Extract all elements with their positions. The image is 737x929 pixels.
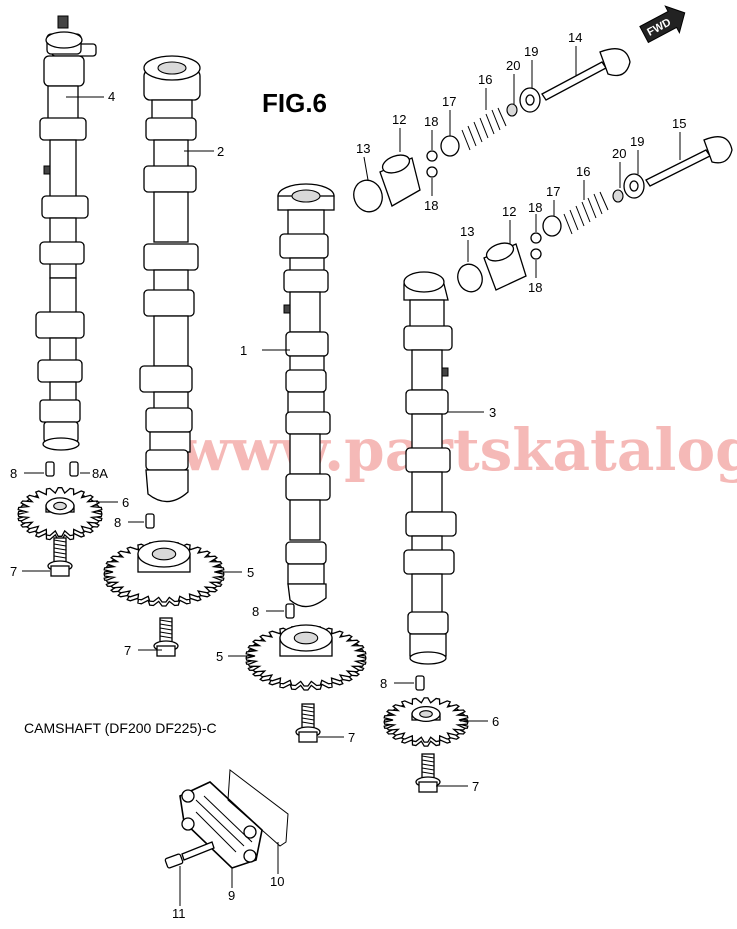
callout-18-upper-bottom: 18 xyxy=(424,198,438,213)
bolt-7-first xyxy=(47,537,73,577)
valve-spring-upper xyxy=(461,107,507,151)
callout-20-lower: 20 xyxy=(612,146,626,161)
callout-7-fourth: 7 xyxy=(472,779,479,794)
callout-20-upper: 20 xyxy=(506,58,520,73)
forward-direction-badge: FWD xyxy=(639,5,686,44)
callout-9: 9 xyxy=(228,888,235,903)
callout-4: 4 xyxy=(108,89,115,104)
bolt-7-fourth xyxy=(415,753,441,793)
bolt-7-second xyxy=(153,617,179,657)
dowel-pin-8-fourth xyxy=(415,675,425,691)
sprocket-6-right xyxy=(383,697,469,747)
callout-8-fourth: 8 xyxy=(380,676,387,691)
dowel-pin-8-third xyxy=(285,603,295,619)
callout-16-lower: 16 xyxy=(576,164,590,179)
callout-7-first: 7 xyxy=(10,564,17,579)
callout-1: 1 xyxy=(240,343,247,358)
callout-15: 15 xyxy=(672,116,686,131)
camshaft-3 xyxy=(403,271,457,665)
dowel-pin-8a xyxy=(69,461,79,477)
callout-12-lower: 12 xyxy=(502,204,516,219)
sprockets xyxy=(17,487,469,747)
dowel-pin-8-left xyxy=(45,461,55,477)
gasket-10 xyxy=(227,769,289,847)
camshaft-2 xyxy=(139,55,201,503)
valve-assembly-upper xyxy=(353,48,631,213)
callout-12-upper: 12 xyxy=(392,112,406,127)
valve-spring-lower xyxy=(563,191,609,235)
callout-19-upper: 19 xyxy=(524,44,538,59)
callout-17-lower: 17 xyxy=(546,184,560,199)
callout-2: 2 xyxy=(217,144,224,159)
callout-8a: 8A xyxy=(92,466,108,481)
callout-5-left: 5 xyxy=(247,565,254,580)
diagram-caption: CAMSHAFT (DF200 DF225)-C xyxy=(24,720,217,736)
callout-8-second: 8 xyxy=(114,515,121,530)
callout-8-left: 8 xyxy=(10,466,17,481)
callout-11: 11 xyxy=(172,906,186,921)
cam-cover-9 xyxy=(179,781,263,869)
dowel-pin-8-second xyxy=(145,513,155,529)
callout-19-lower: 19 xyxy=(630,134,644,149)
callout-16-upper: 16 xyxy=(478,72,492,87)
watermark-text: www.partskatalog.ru xyxy=(179,416,737,484)
callout-13-upper: 13 xyxy=(356,141,370,156)
bolts xyxy=(47,537,441,793)
callout-18-lower-bottom: 18 xyxy=(528,280,542,295)
camshaft-1 xyxy=(277,183,335,608)
valve-assembly-lower xyxy=(457,136,733,293)
sprocket-6-left xyxy=(17,487,103,541)
callout-6-right: 6 xyxy=(492,714,499,729)
callout-6-left: 6 xyxy=(122,495,129,510)
callout-5-right: 5 xyxy=(216,649,223,664)
callout-17-upper: 17 xyxy=(442,94,456,109)
callout-18-upper-top: 18 xyxy=(424,114,438,129)
camshaft-4 xyxy=(35,15,97,451)
callout-3: 3 xyxy=(489,405,496,420)
bolt-7-third xyxy=(295,703,321,743)
callout-8-third: 8 xyxy=(252,604,259,619)
leader-lines xyxy=(22,46,681,906)
sprocket-5-left xyxy=(103,540,225,607)
callout-14: 14 xyxy=(568,30,582,45)
callout-10: 10 xyxy=(270,874,284,889)
callout-7-second: 7 xyxy=(124,643,131,658)
bolt-11 xyxy=(164,841,215,869)
callout-18-lower-top: 18 xyxy=(528,200,542,215)
callout-13-lower: 13 xyxy=(460,224,474,239)
sprocket-5-right xyxy=(245,624,367,691)
callout-7-third: 7 xyxy=(348,730,355,745)
figure-title: FIG.6 xyxy=(262,88,327,118)
callout-labels: 4 2 1 3 8 8A 6 8 7 5 7 8 5 7 8 6 7 9 10 … xyxy=(10,30,686,921)
